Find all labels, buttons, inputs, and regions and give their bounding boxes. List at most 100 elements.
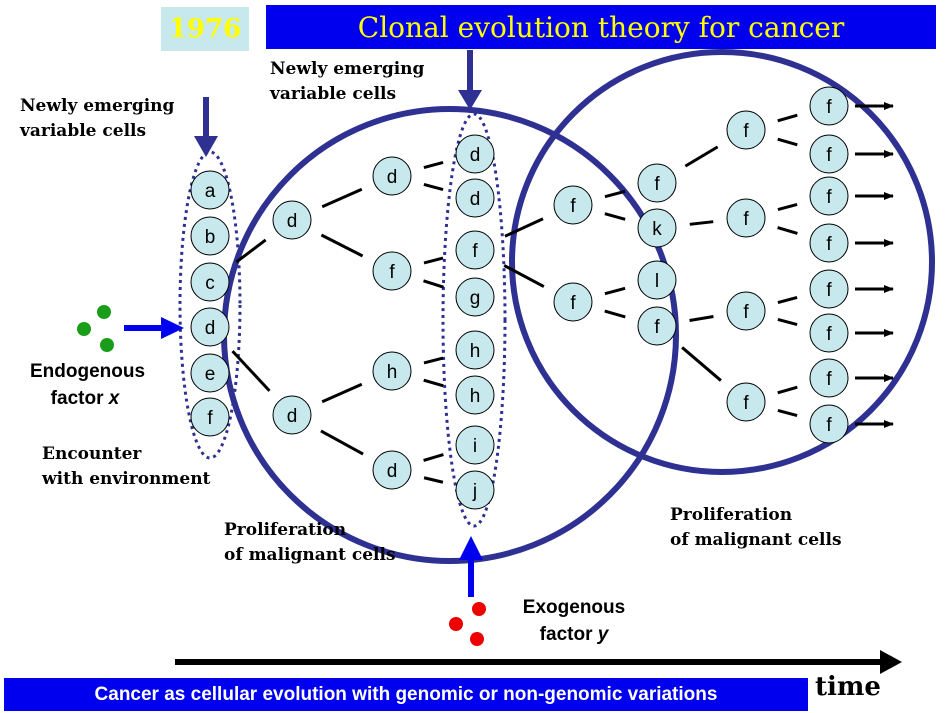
cell-label: h xyxy=(470,341,481,362)
cell-label: f xyxy=(826,369,832,390)
cell-gen6-1: f xyxy=(726,198,766,238)
cell-gen7-7: f xyxy=(809,404,849,444)
year-badge: 1976 xyxy=(161,7,249,51)
cell-label: d xyxy=(205,318,216,339)
time-axis-arrow xyxy=(175,650,902,674)
cell-gen7-2: f xyxy=(809,176,849,216)
cell-gen4-0: f xyxy=(553,185,593,225)
cell-gen2-1: f xyxy=(372,251,412,291)
cell-gen3-5: h xyxy=(455,375,495,415)
cell-label: f xyxy=(389,262,395,283)
cell-initial-4: e xyxy=(190,353,230,393)
cell-label: d xyxy=(470,189,481,210)
lineage-edge xyxy=(321,187,363,209)
cell-gen7-1: f xyxy=(809,134,849,174)
population-circle-right xyxy=(509,49,935,475)
exogenous-factor-label: Exogenous factor y xyxy=(522,597,626,645)
cell-gen2-0: d xyxy=(372,156,412,196)
exogenous-factor-dots xyxy=(449,602,486,646)
lineage-edge xyxy=(777,296,798,304)
cell-initial-5: f xyxy=(190,397,230,437)
lineage-edge xyxy=(423,161,444,169)
lineage-edge xyxy=(777,318,798,326)
lineage-edge xyxy=(320,429,364,456)
lineage-edge xyxy=(321,382,363,404)
lineage-edge xyxy=(235,238,267,264)
footer-caption: Cancer as cellular evolution with genomi… xyxy=(4,678,808,711)
cell-label: c xyxy=(205,273,215,294)
page-title: Clonal evolution theory for cancer xyxy=(266,5,936,49)
lineage-edge xyxy=(231,350,271,392)
proliferation-label-right: Proliferation of malignant cells xyxy=(670,505,842,550)
lineage-edge xyxy=(320,233,364,258)
cell-label: f xyxy=(654,317,660,338)
lineage-edge xyxy=(777,226,798,235)
lineage-edge xyxy=(777,409,798,417)
cell-label: l xyxy=(655,271,659,292)
emerging-cells-label-mid: Newly emerging variable cells xyxy=(270,59,425,104)
cell-gen5-0: f xyxy=(637,163,677,203)
cell-gen6-2: f xyxy=(726,291,766,331)
cell-label: f xyxy=(826,415,832,436)
endogenous-arrow xyxy=(124,317,184,339)
cell-initial-1: b xyxy=(190,216,230,256)
lineage-edge xyxy=(777,137,798,147)
cell-label: e xyxy=(205,364,216,385)
lineage-edge xyxy=(423,476,444,484)
cell-gen3-1: d xyxy=(455,178,495,218)
cell-label: d xyxy=(387,167,398,188)
lineage-edge xyxy=(604,189,626,199)
cell-label: f xyxy=(207,408,213,429)
cell-label: f xyxy=(826,234,832,255)
emerging-arrow-left xyxy=(194,97,218,157)
cell-label: h xyxy=(387,362,398,383)
cell-gen3-4: h xyxy=(455,330,495,370)
lineage-edge xyxy=(423,183,444,191)
cell-label: i xyxy=(473,436,477,457)
cell-gen2-2: h xyxy=(372,351,412,391)
cell-gen7-4: f xyxy=(809,269,849,309)
cell-gen6-0: f xyxy=(726,110,766,150)
cell-gen5-3: f xyxy=(637,306,677,346)
cell-label: f xyxy=(743,121,749,142)
cell-gen7-5: f xyxy=(809,313,849,353)
cell-label: j xyxy=(472,481,477,502)
cell-gen3-6: i xyxy=(455,425,495,465)
cell-label: d xyxy=(287,211,298,232)
lineage-edge xyxy=(503,264,545,288)
cell-initial-2: c xyxy=(190,262,230,302)
cell-label: f xyxy=(472,241,478,262)
cell-label: f xyxy=(570,196,576,217)
cell-gen7-6: f xyxy=(809,358,849,398)
cell-label: k xyxy=(652,219,662,240)
cell-initial-3: d xyxy=(190,307,230,347)
cell-gen3-7: j xyxy=(455,470,495,510)
cell-label: f xyxy=(743,302,749,323)
lineage-edge xyxy=(684,145,719,168)
cell-label: f xyxy=(826,187,832,208)
cell-gen2-3: d xyxy=(372,450,412,490)
lineage-edge xyxy=(689,315,714,322)
lineage-edge xyxy=(777,113,798,123)
emerging-cells-label-left: Newly emerging variable cells xyxy=(20,96,175,141)
cell-label: f xyxy=(826,324,832,345)
cell-label: d xyxy=(387,461,398,482)
cell-label: f xyxy=(826,145,832,166)
cell-label: f xyxy=(826,97,832,118)
lineage-edge xyxy=(423,279,444,289)
cell-gen4-1: f xyxy=(553,282,593,322)
cell-gen7-0: f xyxy=(809,86,849,126)
cell-label: a xyxy=(205,181,216,202)
cell-gen3-0: d xyxy=(455,134,495,174)
exogenous-arrow xyxy=(459,536,483,597)
cell-label: f xyxy=(570,293,576,314)
cell-label: h xyxy=(470,386,481,407)
lineage-edge xyxy=(604,212,626,221)
cell-gen5-2: l xyxy=(637,260,677,300)
lineage-edge xyxy=(604,286,626,296)
endogenous-factor-dots xyxy=(77,305,114,352)
proliferation-label-left: Proliferation of malignant cells xyxy=(224,520,396,565)
variant-group-mid xyxy=(441,112,507,528)
cell-label: d xyxy=(470,145,481,166)
